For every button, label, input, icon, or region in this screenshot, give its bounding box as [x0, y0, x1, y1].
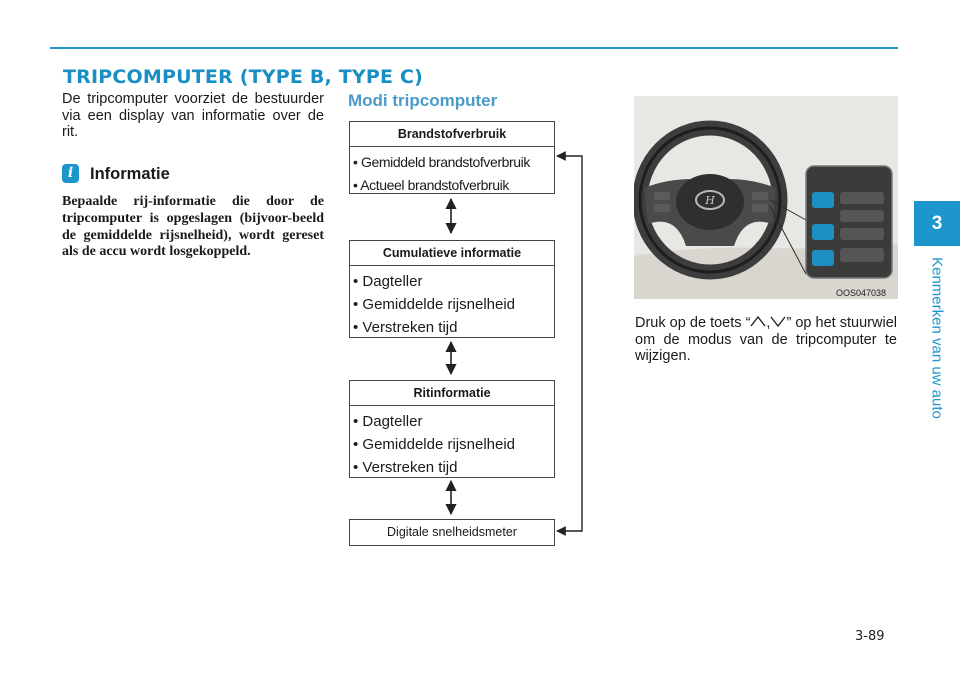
- mode-item: • Verstreken tijd: [353, 319, 458, 336]
- instruction-prefix: Druk op de toets “: [635, 315, 751, 331]
- svg-text:H: H: [704, 194, 715, 207]
- page-number: 3-89: [855, 629, 885, 644]
- info-title: Informatie: [90, 165, 170, 183]
- mode-item: • Verstreken tijd: [353, 459, 458, 476]
- mode-box-speedometer: Digitale snelheidsmeter: [349, 519, 555, 546]
- mode-item: • Dagteller: [353, 413, 423, 430]
- mode-item: • Gemiddelde rijsnelheid: [353, 436, 516, 453]
- mode-header-fuel: Brandstofverbruik: [350, 122, 554, 147]
- mode-box-fuel: Brandstofverbruik • Gemiddeld brandstofv…: [349, 121, 555, 194]
- instruction-paragraph: Druk op de toets “,” op het stuurwiel om…: [635, 315, 897, 365]
- mode-item: • Actueel brandstofverbruik: [353, 177, 509, 193]
- mode-item: • Dagteller: [353, 273, 423, 290]
- chevron-down-icon: [770, 315, 786, 332]
- section-title: TRIPCOMPUTER (TYPE B, TYPE C): [63, 66, 424, 88]
- top-rule: [50, 47, 898, 49]
- mode-header-trip: Ritinformatie: [350, 381, 554, 406]
- chapter-label: Kenmerken van uw auto: [928, 257, 946, 419]
- info-body: Bepaalde rij-informatie die door de trip…: [62, 194, 324, 260]
- photo-caption: OOS047038: [836, 288, 887, 298]
- mode-box-cumulative: Cumulatieve informatie • Dagteller • Gem…: [349, 240, 555, 338]
- chevron-up-icon: [750, 315, 766, 332]
- info-icon: i: [62, 164, 79, 183]
- instruction-suffix: ” op het stuurwiel om de modus van de tr…: [635, 315, 897, 365]
- mode-item: • Gemiddeld brandstofverbruik: [353, 154, 530, 170]
- mode-item: • Gemiddelde rijsnelheid: [353, 296, 516, 313]
- chapter-tab: 3: [914, 201, 960, 246]
- mode-header-cumulative: Cumulatieve informatie: [350, 241, 554, 266]
- return-arrow-icon: [556, 151, 583, 536]
- steering-wheel-photo: H: [634, 96, 898, 299]
- mode-box-trip: Ritinformatie • Dagteller • Gemiddelde r…: [349, 380, 555, 478]
- instruction-separator: ,: [766, 315, 771, 331]
- modes-title: Modi tripcomputer: [348, 91, 498, 110]
- intro-paragraph: De tripcomputer voorziet de bestuurder v…: [62, 91, 324, 140]
